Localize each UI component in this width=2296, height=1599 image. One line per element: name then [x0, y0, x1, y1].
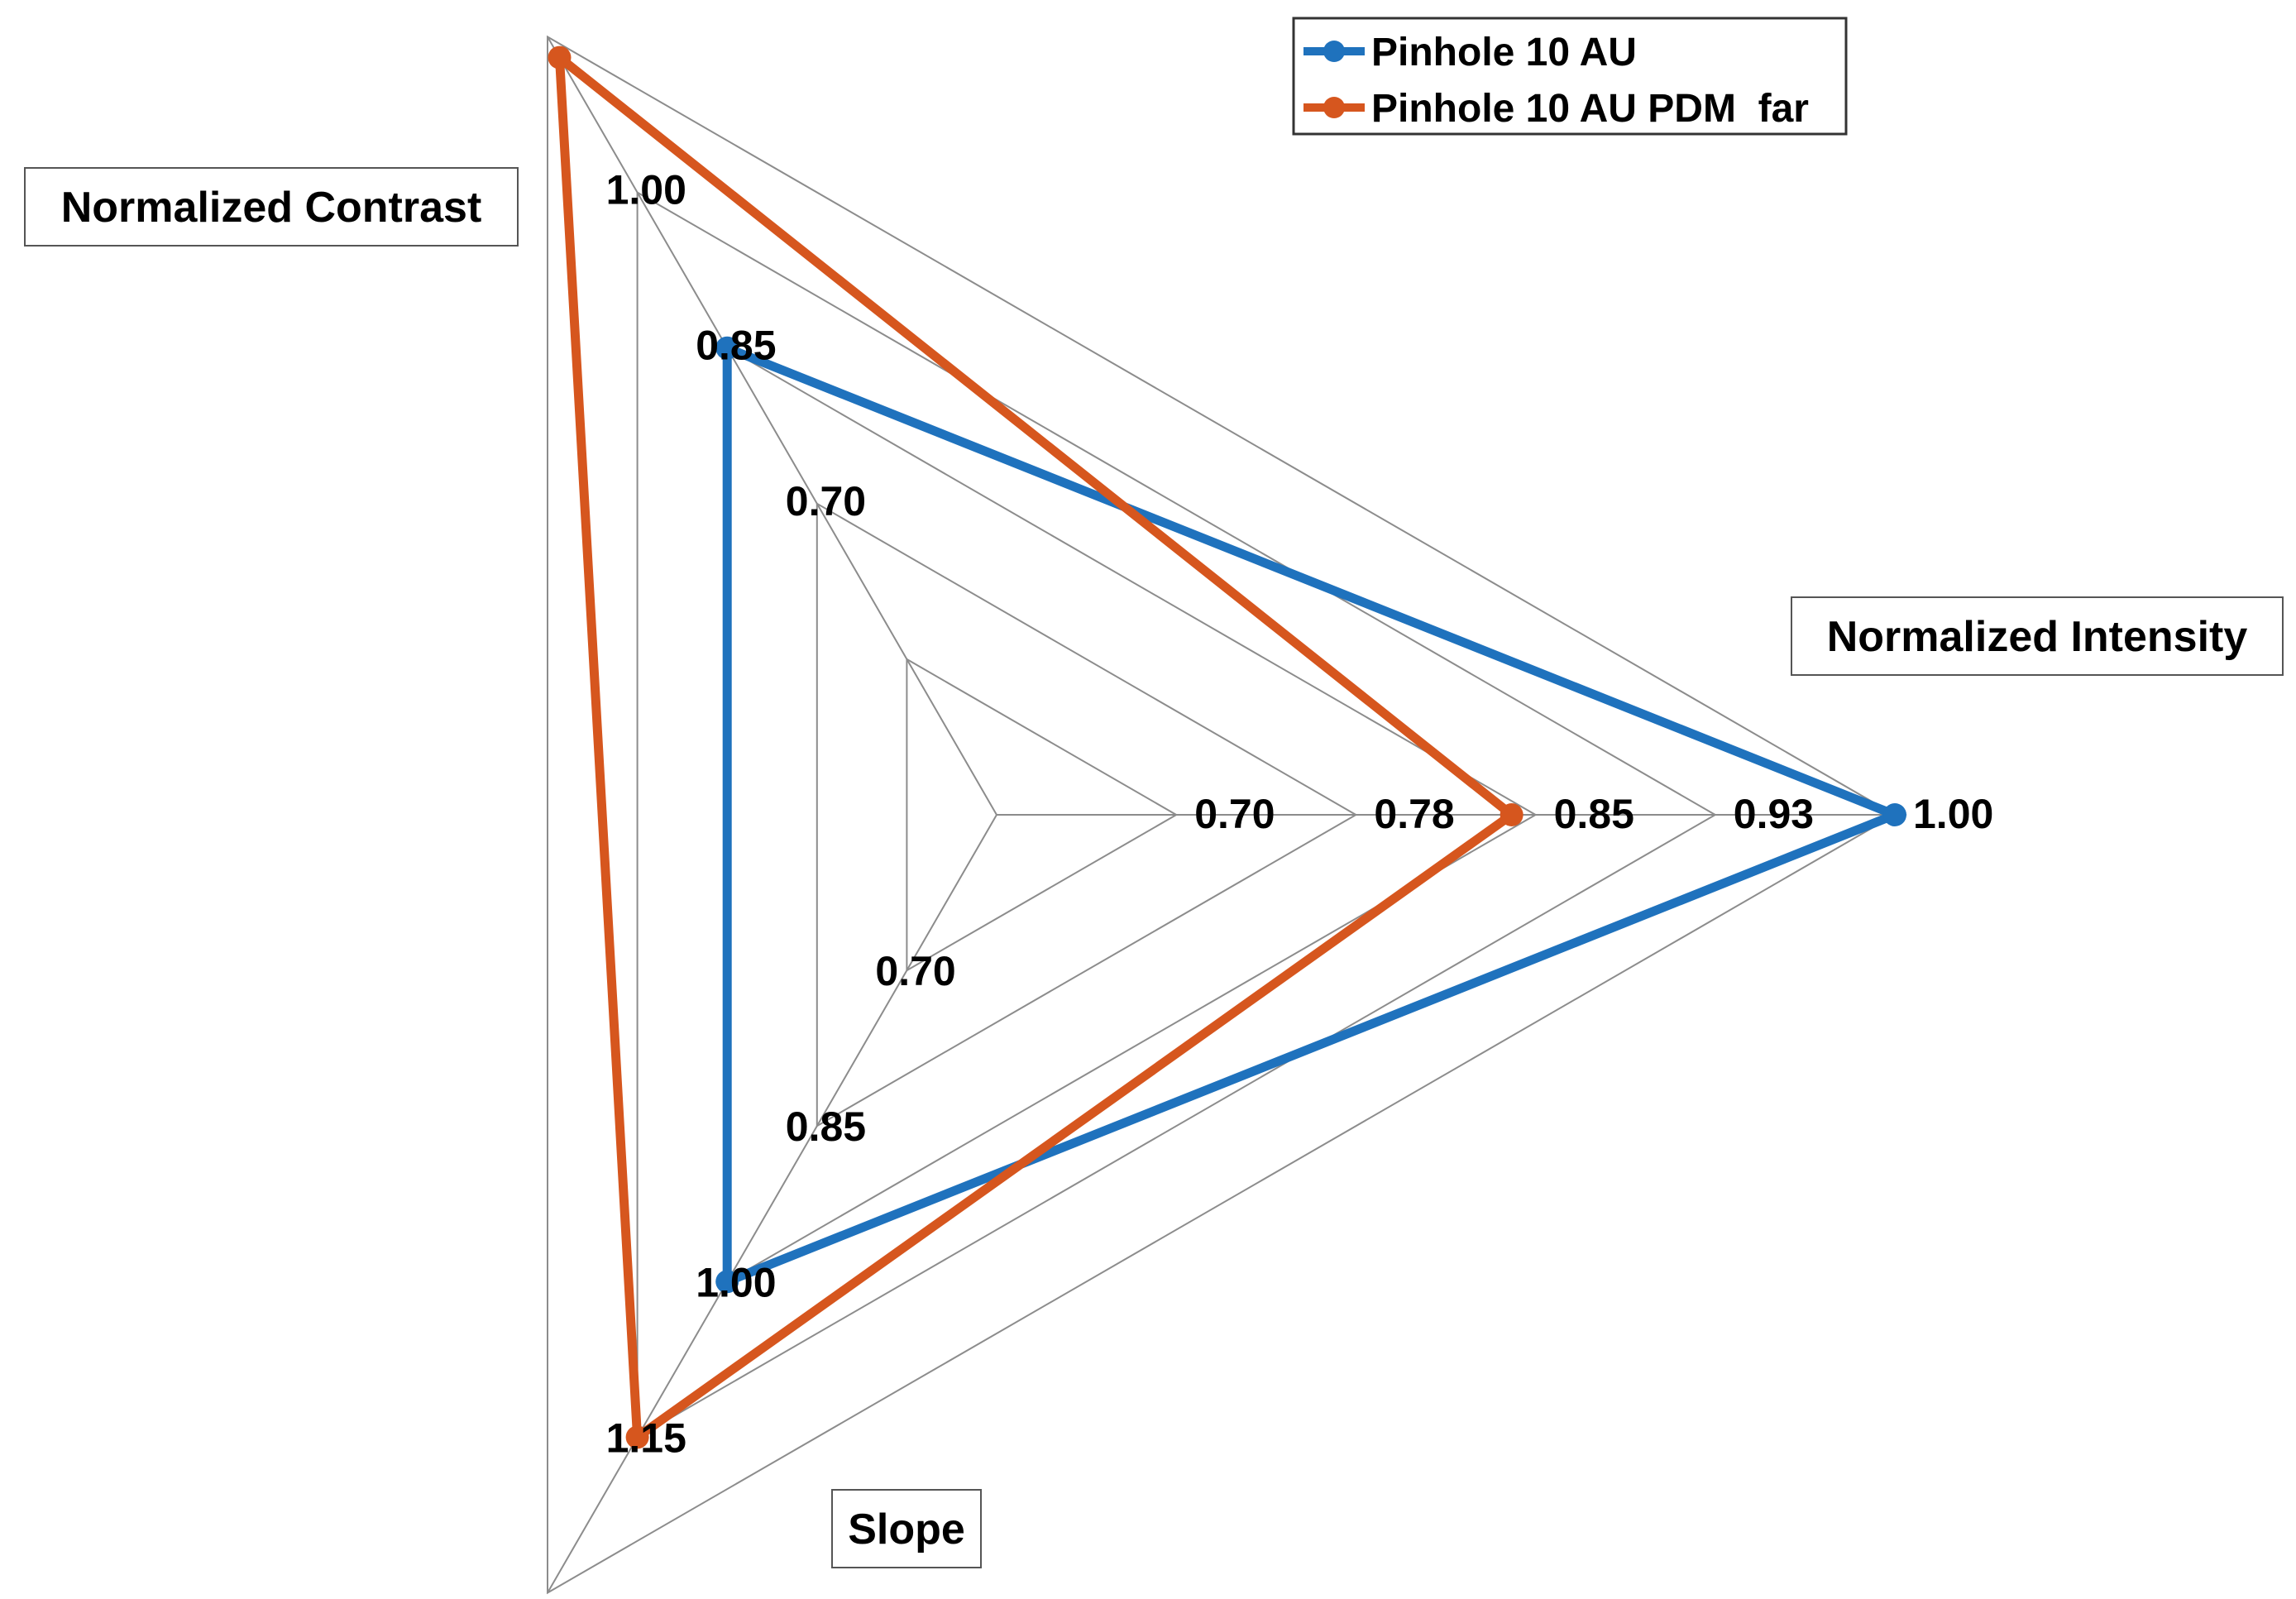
tick-label: 0.70 [1194, 791, 1275, 837]
legend-swatch-marker-2 [1323, 97, 1345, 118]
series-line-2 [554, 47, 1519, 1446]
tick-label: 1.00 [606, 167, 686, 213]
tick-label: 0.78 [1374, 791, 1454, 837]
tick-label: 0.70 [786, 478, 866, 524]
axis-label-2: Normalized Contrast [24, 167, 519, 247]
tick-label: 0.85 [1554, 791, 1634, 837]
series-line-1 [722, 341, 1907, 1289]
tick-label: 1.15 [606, 1415, 686, 1461]
grid-ring-5 [547, 35, 1897, 1595]
tick-label: 1.00 [1913, 791, 1993, 837]
grid-spoke-2 [547, 36, 997, 816]
tick-label: 0.85 [696, 323, 776, 369]
axis-label-1: Normalized Intensity [1791, 596, 2284, 676]
axis-label-text: Normalized Intensity [1827, 613, 2248, 661]
axis-label-text: Normalized Contrast [61, 184, 482, 232]
grid-ring-1 [906, 658, 1179, 972]
series-1-point-3 [715, 1270, 739, 1294]
series-2-point-2 [548, 45, 572, 69]
axis-label-box [1791, 596, 2284, 676]
axis-label-text: Slope [848, 1506, 965, 1554]
axis-label-box [831, 1489, 982, 1568]
tick-labels: 0.70 0.78 0.85 0.93 1.00 0.70 0.85 1.00 1.15 0.70… [506, 0, 1993, 1461]
series-2-point-3 [625, 1425, 649, 1449]
legend: Pinhole 10 AU Pinhole 10 AU PDM far [1292, 17, 1848, 136]
tick-label: 1.00 [696, 1259, 776, 1305]
tick-label: 0.93 [1734, 791, 1814, 837]
grid-ring-4 [636, 190, 1717, 1439]
axis-label-3: Slope [831, 1489, 982, 1568]
series-1-point-1 [1883, 803, 1906, 826]
axis-labels: Normalized Intensity Normalized ContrastS… [24, 167, 2284, 1568]
legend-swatch-marker-1 [1323, 41, 1345, 62]
legend-entry-1: Pinhole 10 AU [1371, 31, 1637, 74]
radar-series [548, 45, 1907, 1449]
grid-ring-2 [816, 502, 1358, 1127]
grid-spoke-3 [547, 814, 997, 1594]
tick-label: 1.15 [506, 0, 586, 7]
tick-label: 0.85 [786, 1104, 866, 1150]
tick-label: 0.70 [875, 948, 955, 994]
series-2-point-1 [1500, 803, 1523, 826]
axis-label-box [24, 167, 519, 247]
series-1-point-2 [715, 336, 739, 360]
legend-entry-2: Pinhole 10 AU PDM far [1371, 87, 1809, 131]
legend-box [1292, 17, 1848, 136]
